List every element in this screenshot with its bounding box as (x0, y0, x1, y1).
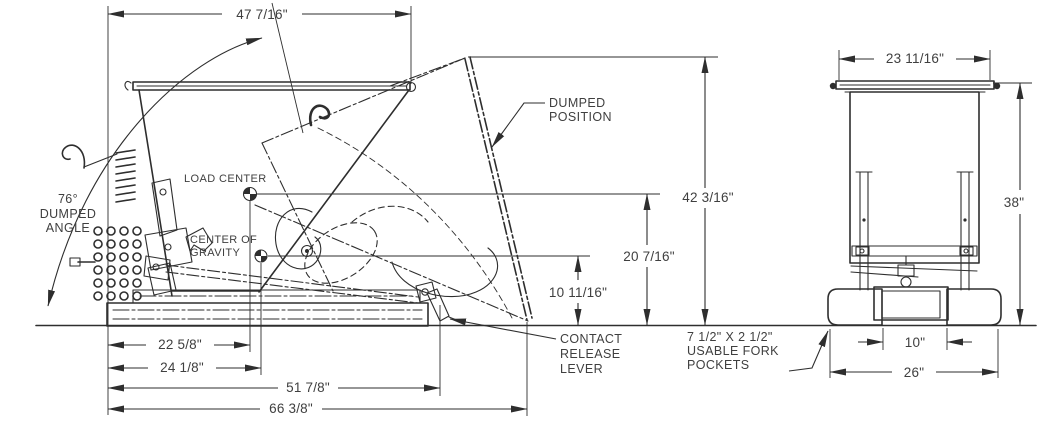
fork-pockets-label-3: POCKETS (687, 358, 750, 372)
contact-release-lever-label-2: RELEASE (560, 347, 620, 361)
dim-fork-spacing-label: 10" (905, 335, 925, 350)
dim-cg-height-label: 10 11/16" (549, 285, 607, 300)
dumped-angle-word1: DUMPED (40, 207, 97, 221)
spring (115, 149, 136, 203)
dim-load-center-setback-label: 22 5/8" (158, 337, 202, 352)
load-center-symbol (242, 186, 660, 352)
contact-release-lever-part (415, 281, 460, 322)
contact-release-lever-label-3: LEVER (560, 362, 603, 376)
fork-pockets-callout: 7 1/2" X 2 1/2" USABLE FORK POCKETS (687, 330, 829, 372)
contact-release-lever-label-1: CONTACT (560, 332, 622, 346)
dumped-position-leader (491, 102, 545, 148)
dim-cg-height: 10 11/16" (549, 255, 607, 326)
pull-hook (61, 144, 86, 169)
dumped-position-label-2: POSITION (549, 110, 612, 124)
dim-base-width: 26" (829, 329, 999, 380)
hopper-body-front (829, 80, 1001, 291)
base-front (827, 286, 1002, 326)
fork-pockets-label-2: USABLE FORK (687, 344, 779, 358)
front-view: 23 11/16" 38" 10" 26" (827, 50, 1032, 380)
dumped-angle-word2: ANGLE (46, 221, 90, 235)
dumped-angle-value: 76° (58, 192, 78, 206)
dumped-position-callout: DUMPED POSITION (491, 96, 612, 148)
center-of-gravity-label-2: GRAVITY (190, 247, 241, 259)
dumped-angle-arc: 76° DUMPED ANGLE (40, 2, 304, 307)
base-side (106, 281, 460, 327)
side-view: 47 7/16" 76° DUMPED ANGLE 42 3/16" 20 7/… (35, 2, 1037, 416)
dim-base-length-label: 51 7/8" (286, 380, 330, 395)
load-center-label: LOAD CENTER (184, 173, 267, 185)
dim-base-width-label: 26" (904, 365, 924, 380)
dim-base-length: 51 7/8" (107, 305, 441, 396)
dim-load-center-height-label: 20 7/16" (623, 249, 674, 264)
contact-release-lever-leader (449, 318, 557, 340)
dim-overall-height-label: 38" (1004, 195, 1024, 210)
hopper-handle-hook (308, 104, 331, 127)
dumped-position-outline (254, 56, 533, 322)
dim-top-width: 47 7/16" (107, 6, 412, 415)
dumped-position-label-1: DUMPED (549, 96, 606, 110)
dim-dumped-height: 42 3/16" (468, 56, 734, 326)
dim-rim-width: 23 11/16" (838, 50, 991, 80)
release-rod (165, 264, 419, 298)
dim-overall-length: 66 3/8" (107, 322, 528, 416)
dim-overall-height: 38" (993, 82, 1032, 326)
dim-top-width-label: 47 7/16" (236, 7, 287, 22)
chain (93, 226, 142, 301)
fork-pockets-leader (788, 330, 829, 372)
dim-overall-length-label: 66 3/8" (269, 401, 313, 416)
dim-load-center-height: 20 7/16" (623, 193, 675, 326)
fork-pockets-label-1: 7 1/2" X 2 1/2" (687, 330, 773, 344)
dim-rim-width-label: 23 11/16" (886, 51, 944, 66)
dim-cg-setback: 24 1/8" (107, 360, 262, 375)
center-of-gravity-label-1: CENTER OF (190, 234, 257, 246)
contact-release-lever-callout: CONTACT RELEASE LEVER (449, 318, 622, 376)
dim-load-center-setback: 22 5/8" (107, 337, 251, 352)
dim-dumped-height-label: 42 3/16" (682, 190, 733, 205)
dim-fork-spacing: 10" (858, 328, 972, 350)
dim-cg-setback-label: 24 1/8" (160, 360, 204, 375)
